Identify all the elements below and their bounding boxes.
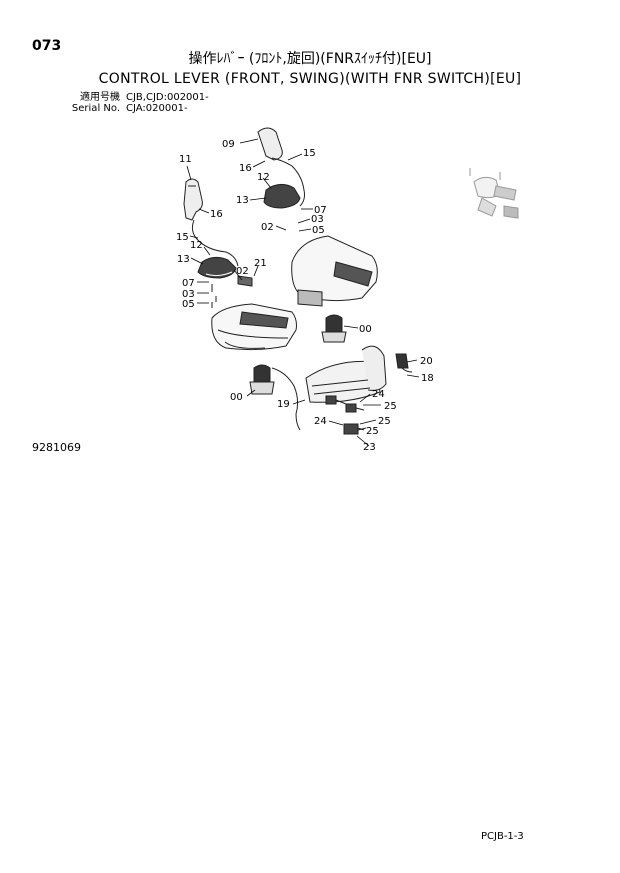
callout-label: 13 <box>177 254 190 265</box>
callout-label: 12 <box>257 172 270 183</box>
callout-label: 25 <box>378 416 391 427</box>
left-boot <box>197 256 237 279</box>
callout-label: 03 <box>182 289 195 300</box>
callout-label: 21 <box>254 258 267 269</box>
title-english: CONTROL LEVER (FRONT, SWING)(WITH FNR SW… <box>98 71 522 87</box>
callout-label: 13 <box>236 195 249 206</box>
serial-row-2-value: CJA:020001- <box>126 103 188 114</box>
leader-lines <box>186 138 420 447</box>
page-number: 073 <box>32 38 62 54</box>
page-code: PCJB-1-3 <box>481 831 524 842</box>
serial-row-1-label: 適用号機 <box>80 92 120 103</box>
callout-label: 07 <box>182 278 195 289</box>
callout-label: 23 <box>363 442 376 453</box>
harness-switch <box>395 353 413 373</box>
callout-label: 03 <box>311 214 324 225</box>
left-bracket-parts <box>211 275 253 308</box>
figure-number: 9281069 <box>32 441 81 454</box>
callout-label: 25 <box>384 401 397 412</box>
right-cable <box>271 157 305 207</box>
callout-label: 00 <box>359 324 372 335</box>
callout-label: 07 <box>314 205 327 216</box>
serial-row-2-label: Serial No. <box>71 103 120 114</box>
left-console <box>211 303 297 351</box>
callout-label: 15 <box>303 148 316 159</box>
serial-row-1-value: CJB,CJD:002001- <box>126 92 209 103</box>
detail-view <box>469 168 519 219</box>
right-boot <box>263 184 301 209</box>
callout-label: 12 <box>190 240 203 251</box>
harness-bracket <box>305 345 387 403</box>
callout-label: 11 <box>179 154 192 165</box>
right-console <box>291 235 378 307</box>
callout-label: 15 <box>176 232 189 243</box>
left-joystick-grip <box>183 178 203 221</box>
left-fnr-switch <box>249 364 301 431</box>
callout-label: 16 <box>210 209 223 220</box>
callout-label: 05 <box>312 225 325 236</box>
callout-label: 00 <box>230 392 243 403</box>
serial-row-1: 適用号機 CJB,CJD:002001- <box>54 92 209 103</box>
callout-label: 05 <box>182 299 195 310</box>
callout-labels: 11 16 15 12 13 07 03 05 02 21 09 16 12 1… <box>176 139 434 453</box>
callout-label: 02 <box>236 266 249 277</box>
callout-label: 24 <box>372 389 385 400</box>
right-joystick-grip <box>257 127 283 161</box>
callout-label: 19 <box>277 399 290 410</box>
callout-label: 02 <box>261 222 274 233</box>
title-japanese: 操作ﾚﾊﾞｰ (ﾌﾛﾝﾄ,旋回)(FNRｽｲｯﾁ付)[EU] <box>188 51 432 67</box>
callout-label: 20 <box>420 356 433 367</box>
callout-label: 25 <box>366 426 379 437</box>
serial-row-2: Serial No. CJA:020001- <box>54 103 188 114</box>
callout-label: 09 <box>222 139 235 150</box>
callout-label: 16 <box>239 163 252 174</box>
right-fnr-switch <box>321 314 347 343</box>
callout-label: 18 <box>421 373 434 384</box>
callout-label: 24 <box>314 416 327 427</box>
left-cable <box>191 219 239 267</box>
